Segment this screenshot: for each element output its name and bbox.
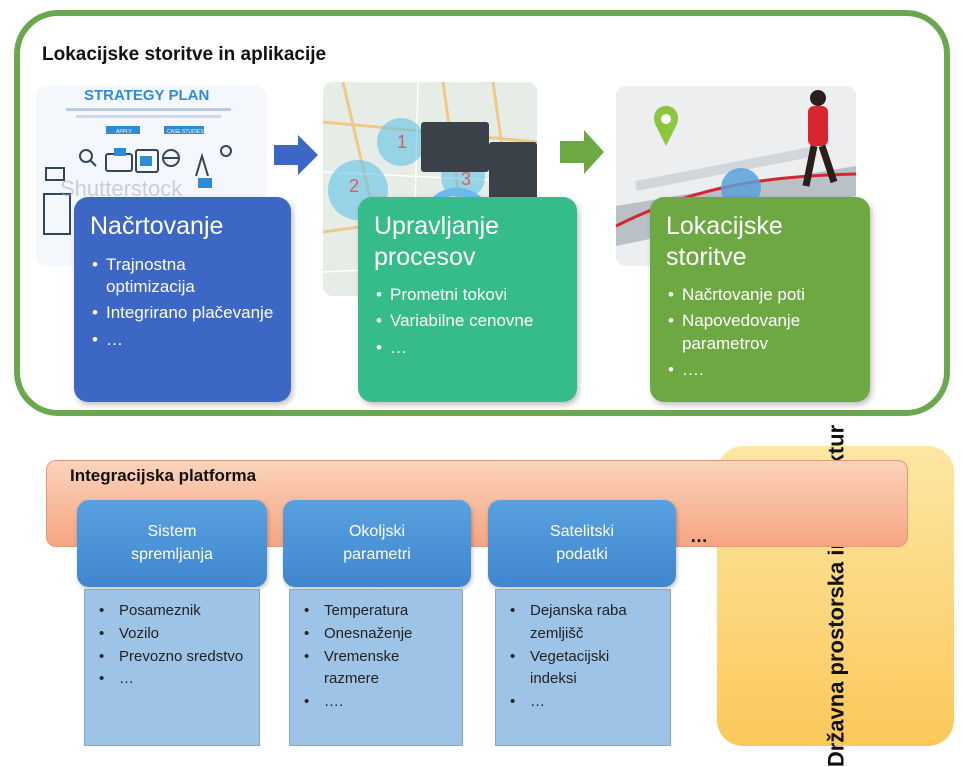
card-location-services: Lokacijske storitve Načrtovanje poti Nap… bbox=[650, 197, 870, 402]
source-detail-list: Posameznik Vozilo Prevozno sredstvo … bbox=[84, 589, 260, 746]
list-item: Načrtovanje poti bbox=[668, 284, 854, 307]
source-detail-list: Temperatura Onesnaženje Vremenske razmer… bbox=[289, 589, 463, 746]
arrow-right-icon bbox=[274, 135, 318, 180]
section-title: Lokacijske storitve in aplikacije bbox=[42, 44, 327, 65]
svg-text:APPLY: APPLY bbox=[116, 129, 132, 135]
more-sources-ellipsis: … bbox=[690, 526, 708, 546]
list-item: Onesnaženje bbox=[304, 623, 452, 646]
source-detail-list: Dejanska raba zemljišč Vegetacijski inde… bbox=[495, 589, 671, 746]
card-title: Upravljanje procesov bbox=[374, 212, 500, 271]
card-process-management: Upravljanje procesov Prometni tokovi Var… bbox=[358, 197, 577, 402]
card-title: Lokacijske storitve bbox=[666, 212, 783, 271]
list-item: Temperatura bbox=[304, 600, 452, 623]
source-satellite-data: Satelitski podatki bbox=[488, 500, 676, 587]
list-item: Vozilo bbox=[99, 623, 249, 646]
card-planning: Načrtovanje Trajnostna optimizacija Inte… bbox=[74, 197, 291, 402]
location-pin-icon bbox=[654, 106, 678, 146]
svg-text:1: 1 bbox=[397, 132, 407, 152]
list-item: Vremenske razmere bbox=[304, 646, 452, 692]
list-item: … bbox=[510, 691, 660, 714]
list-item: Integrirano plačevanje bbox=[92, 302, 275, 325]
source-label: Sistem spremljanja bbox=[131, 523, 213, 563]
svg-text:CASE STUDIES: CASE STUDIES bbox=[167, 129, 204, 135]
list-item: … bbox=[92, 329, 275, 352]
svg-text:2: 2 bbox=[349, 176, 359, 196]
watermark-text: Shutterstock bbox=[60, 176, 183, 201]
strategy-heading: STRATEGY PLAN bbox=[84, 87, 209, 104]
list-item: Posameznik bbox=[99, 600, 249, 623]
list-item: Prevozno sredstvo bbox=[99, 646, 249, 669]
source-environmental-parameters: Okoljski parametri bbox=[283, 500, 471, 587]
list-item: Dejanska raba zemljišč bbox=[510, 600, 660, 646]
list-item: Variabilne cenovne bbox=[376, 310, 561, 333]
apply-badge bbox=[106, 126, 140, 134]
list-item: Trajnostna optimizacija bbox=[92, 254, 275, 299]
list-item: … bbox=[376, 337, 561, 360]
source-monitoring-system: Sistem spremljanja bbox=[77, 500, 267, 587]
platform-title: Integracijska platforma bbox=[70, 466, 257, 485]
source-label: Okoljski parametri bbox=[343, 523, 411, 563]
list-item: Vegetacijski indeksi bbox=[510, 646, 660, 692]
case-studies-badge bbox=[164, 126, 204, 134]
source-label: Satelitski podatki bbox=[549, 523, 615, 563]
arrow-right-icon bbox=[560, 130, 604, 179]
list-item: …. bbox=[304, 691, 452, 714]
list-item: … bbox=[99, 668, 249, 691]
svg-text:3: 3 bbox=[461, 169, 471, 189]
list-item: …. bbox=[668, 359, 854, 382]
list-item: Prometni tokovi bbox=[376, 284, 561, 307]
card-title: Načrtovanje bbox=[90, 212, 224, 240]
list-item: Napovedovanje parametrov bbox=[668, 310, 854, 355]
